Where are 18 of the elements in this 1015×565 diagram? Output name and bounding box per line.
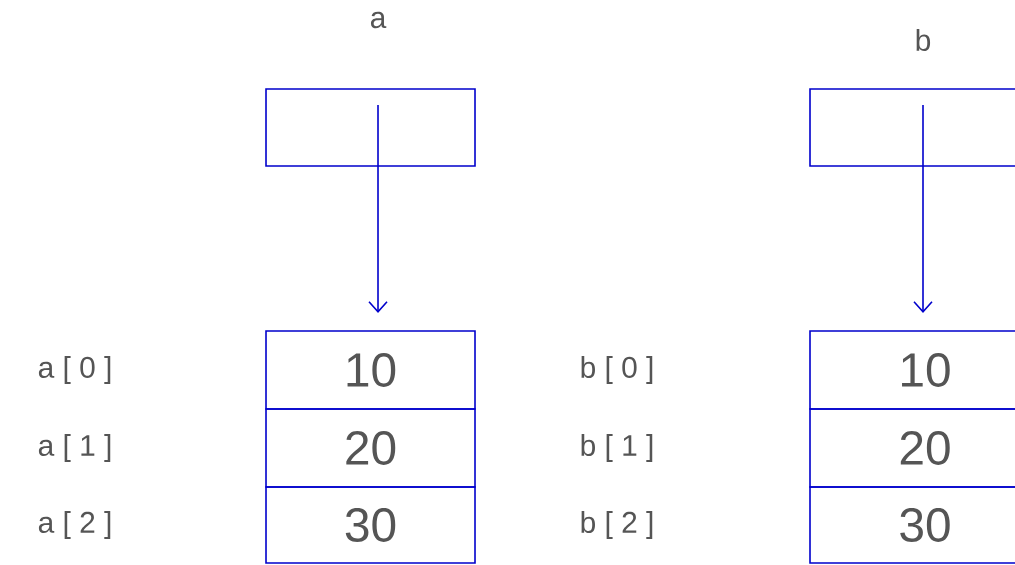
index-label: a [ 1 ] — [38, 434, 111, 462]
index-label: a [ 2 ] — [38, 511, 111, 539]
index-label: a [ 0 ] — [38, 356, 111, 384]
index-label: b [ 2 ] — [581, 511, 653, 539]
arrow — [368, 104, 388, 313]
node-label: a — [370, 11, 387, 29]
pointer-box: a — [265, 11, 476, 167]
arrow — [913, 104, 933, 313]
index-label: b [ 1 ] — [581, 434, 653, 462]
node-label: b — [916, 29, 931, 51]
array-cell: 10 — [809, 330, 1015, 410]
array-cell: 20 — [809, 408, 1015, 488]
array-cell: 30 — [265, 486, 476, 564]
pointer-box: b — [809, 29, 1015, 167]
array-cell: 10 — [265, 330, 476, 410]
array-cell: 20 — [265, 408, 476, 488]
index-label: b [ 0 ] — [581, 356, 653, 384]
array-cell: 30 — [809, 486, 1015, 564]
